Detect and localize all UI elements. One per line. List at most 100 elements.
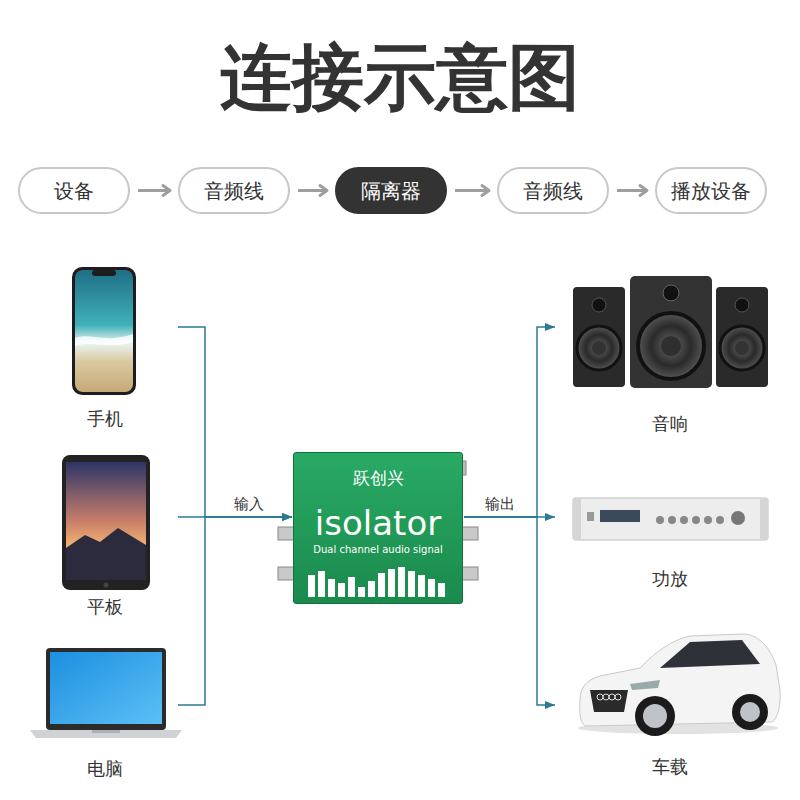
speaker-illustration-part (661, 336, 681, 356)
speaker-illustration-part (663, 285, 679, 301)
level-bar (378, 573, 385, 597)
level-bar (428, 579, 435, 597)
node-text: Dual channel audio signal (313, 543, 442, 556)
node-text: 平板 (87, 596, 123, 618)
amplifier-illustration-part (656, 516, 664, 524)
flow-step-active: 隔离器 (335, 167, 447, 214)
level-bar (438, 583, 445, 597)
tablet-illustration-part (66, 528, 146, 580)
speaker-illustration-part (592, 298, 606, 312)
amplifier-illustration-part (668, 516, 676, 524)
speaker-illustration-part (573, 287, 625, 387)
phone-illustration-part (75, 270, 133, 392)
level-bar (338, 583, 345, 597)
tablet-illustration (62, 455, 150, 590)
level-bar (418, 575, 425, 597)
edge-label: 输出 (482, 495, 518, 513)
diagram-title: 连接示意图 (220, 34, 580, 120)
level-bar (368, 581, 375, 597)
car-illustration-part (740, 702, 760, 722)
edge-label: 输入 (231, 495, 267, 513)
car-illustration-part (615, 694, 621, 700)
level-bar (358, 587, 365, 597)
phone-illustration-part (92, 270, 116, 276)
isolator-hardware-part (278, 567, 294, 580)
playback-device: 功放 (555, 490, 785, 590)
car-illustration-part (580, 634, 781, 726)
laptop-illustration-part (92, 730, 120, 733)
flow-arrow (455, 189, 489, 192)
node-text: 设备 (54, 179, 94, 203)
flow-arrow (138, 189, 170, 192)
flow-arrow (298, 189, 327, 192)
speaker-illustration (573, 276, 768, 388)
level-bar (408, 571, 415, 597)
car-illustration-part (643, 704, 667, 728)
level-bar (398, 567, 405, 597)
signal-line (178, 517, 292, 705)
amplifier-illustration-part (600, 510, 640, 522)
amplifier-illustration-part (704, 516, 712, 524)
node-text: 车载 (652, 756, 688, 778)
flow-step: 播放设备 (655, 167, 767, 214)
amplifier-illustration (573, 498, 768, 540)
speaker-illustration-part (716, 287, 768, 387)
source-device: 电脑 (32, 640, 178, 780)
speaker-illustration-part (638, 313, 704, 379)
amplifier-illustration-part (692, 516, 700, 524)
laptop-illustration (30, 648, 182, 738)
car-illustration-part (597, 694, 603, 700)
car-illustration-part (660, 640, 760, 668)
node-text: 音频线 (523, 179, 583, 203)
phone-illustration-part (75, 334, 133, 346)
level-bar (308, 575, 315, 597)
car-illustration-part (635, 696, 675, 736)
edge-label-box: 输入 (231, 495, 267, 513)
playback-device: 音响 (555, 270, 785, 435)
title-box: 连接示意图 (0, 34, 800, 120)
car-illustration-part (609, 694, 615, 700)
amplifier-illustration-part (760, 498, 768, 540)
laptop-illustration-part (50, 652, 162, 724)
speaker-illustration-part (735, 298, 749, 312)
speaker-illustration-part (735, 341, 749, 355)
flow-step: 设备 (18, 167, 130, 214)
flow-step: 音频线 (178, 167, 290, 214)
signal-line (464, 327, 555, 517)
edge-label-box: 输出 (482, 495, 518, 513)
playback-device: 车载 (555, 630, 785, 778)
level-bar (348, 577, 355, 597)
node-text: 功放 (652, 568, 688, 590)
car-illustration-part (732, 694, 768, 730)
speaker-illustration-part (720, 326, 764, 370)
amplifier-illustration-part (680, 516, 688, 524)
node-text: 播放设备 (671, 179, 751, 203)
source-device: 手机 (32, 262, 178, 430)
speaker-illustration-part (577, 326, 621, 370)
level-bar (328, 579, 335, 597)
laptop-illustration-part (46, 648, 166, 730)
node-text: 电脑 (87, 758, 123, 780)
car-illustration-part (630, 680, 660, 690)
level-bars (308, 565, 448, 597)
node-text: 音响 (652, 413, 688, 435)
node-text: 音频线 (204, 179, 264, 203)
amplifier-illustration-part (573, 498, 768, 540)
level-bar (388, 569, 395, 597)
isolator-hardware-part (278, 527, 294, 540)
amplifier-illustration-part (716, 516, 724, 524)
node-text: isolator (315, 503, 441, 543)
level-bar (318, 571, 325, 597)
flow-step: 音频线 (497, 167, 609, 214)
tablet-illustration-part (104, 583, 109, 588)
amplifier-illustration-part (573, 498, 581, 540)
node-text: 手机 (87, 408, 123, 430)
phone-illustration (72, 267, 136, 395)
car-illustration-part (590, 690, 628, 712)
tablet-illustration-part (62, 455, 150, 590)
signal-line (178, 327, 292, 517)
amplifier-illustration-part (731, 511, 745, 525)
isolator-box: 跃创兴isolatorDual channel audio signal (293, 452, 463, 604)
